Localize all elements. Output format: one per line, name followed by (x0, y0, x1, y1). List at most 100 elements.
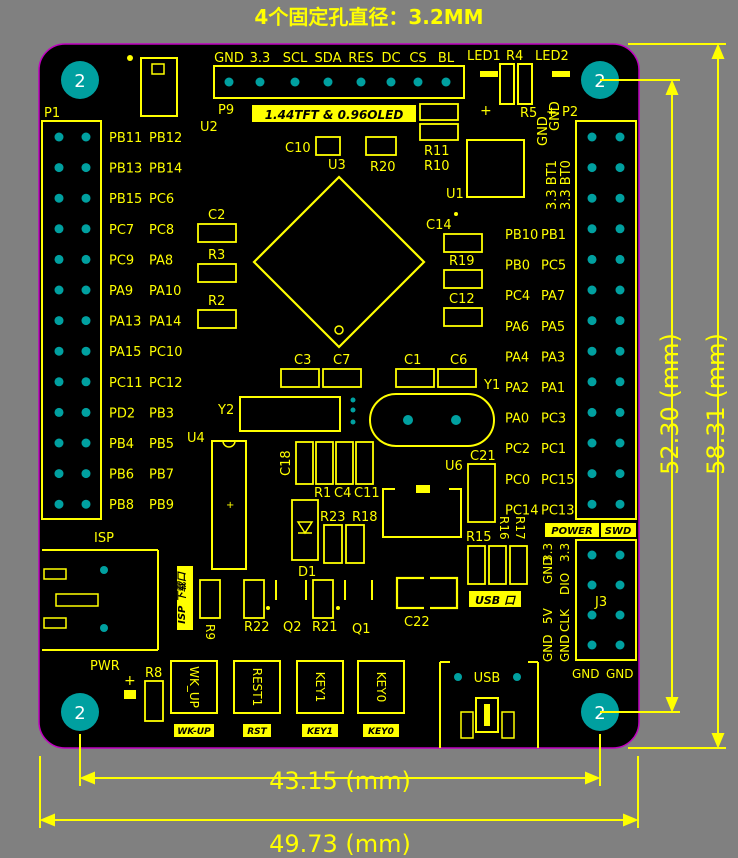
board-title: 4个固定孔直径：3.2MM (0, 1, 738, 30)
r17-outline (509, 545, 528, 585)
isp-switch (55, 593, 99, 607)
p2-pad (587, 438, 597, 448)
tft-pin-pad (441, 77, 451, 87)
p2-label: P2 (562, 105, 578, 120)
button-tag (243, 724, 271, 737)
p1-pad (54, 316, 64, 326)
tft-header (213, 65, 465, 99)
q1-label: Q1 (352, 622, 371, 637)
power-tag-text: POWER (551, 526, 592, 537)
p2-pad (615, 254, 625, 264)
p1-pad (81, 377, 91, 387)
r10-label: R10 (424, 159, 450, 174)
button-outline[interactable] (357, 660, 405, 714)
usb-connector-outline (439, 661, 539, 748)
p1-pin-label-left: PB11 (109, 131, 142, 146)
r20-outline (365, 136, 397, 156)
button-label: WK_UP (187, 666, 201, 708)
j3-pad (587, 550, 597, 560)
p2-pad (615, 469, 625, 479)
r16-outline (488, 545, 507, 585)
led1-label: LED1 (467, 49, 501, 64)
isp-pad-1 (100, 566, 108, 574)
p2-pin-label-left: PB10 (505, 228, 538, 243)
r2-label: R2 (208, 294, 225, 309)
p2-plus-label: + (546, 105, 557, 120)
p2-pin-label-left: PC14 (505, 503, 538, 518)
j3-pad (587, 610, 597, 620)
c7-outline (322, 368, 362, 388)
mcu-pin1-mark (334, 325, 344, 335)
p1-pad (81, 346, 91, 356)
p1-pin-label-left: PA15 (109, 345, 141, 360)
q2-label: Q2 (283, 620, 302, 635)
usb-pad-right (513, 673, 521, 681)
tft-pin-label: BL (438, 51, 455, 66)
p1-pad (54, 469, 64, 479)
r3-outline (197, 263, 237, 283)
u6-tab (416, 485, 430, 493)
c6-outline (437, 368, 477, 388)
j3-gnd-left: GND (572, 667, 600, 681)
p2-pad (587, 254, 597, 264)
r21-dot (336, 606, 340, 610)
r1-label: R1 (314, 486, 331, 501)
p2-pin-label-left: PA4 (505, 350, 529, 365)
led-plus-left: + (480, 103, 492, 119)
p2-pad (615, 193, 625, 203)
usb-tag (469, 591, 521, 607)
u1-label: U1 (446, 187, 464, 202)
button-outline[interactable] (170, 660, 218, 714)
r8-outline (144, 680, 164, 722)
led2-bar (552, 71, 570, 77)
p2-pad (587, 132, 597, 142)
p2-pad (587, 224, 597, 234)
r4-outline (499, 63, 515, 105)
p2-pad (615, 132, 625, 142)
button-outline[interactable] (296, 660, 344, 714)
j3-vertical-label: GND (541, 556, 555, 584)
j3-vertical-label: DIO (558, 573, 572, 595)
y1-pad-right (451, 415, 461, 425)
p1-pad (54, 346, 64, 356)
via-1 (350, 397, 356, 403)
c10-label: C10 (285, 141, 311, 156)
p1-pad (81, 193, 91, 203)
r9-label: R9 (203, 624, 217, 640)
r3-label: R3 (208, 248, 225, 263)
button-outline[interactable] (233, 660, 281, 714)
p2-pad (615, 346, 625, 356)
p1-pin-label-right: PC12 (149, 376, 182, 391)
p2-pin-label-right: PA1 (541, 381, 565, 396)
pwr-label: PWR (90, 659, 120, 674)
p2-pin-label-left: PB0 (505, 259, 530, 274)
via-2 (350, 407, 356, 413)
button-tag-text: KEY1 (307, 727, 333, 737)
r19-label: R19 (449, 254, 475, 269)
p2-pad (587, 377, 597, 387)
p2-pin-label-left: PC4 (505, 289, 530, 304)
p2-pad (587, 346, 597, 356)
led2-label: LED2 (535, 49, 569, 64)
button-tag-text: RST (247, 727, 267, 737)
r11-outline (419, 103, 459, 121)
tft-pin-pad (413, 77, 423, 87)
r21-outline (312, 579, 334, 619)
r2-outline (197, 309, 237, 329)
dim-inner-width: 43.15 (mm) (269, 767, 411, 795)
usb-tab-right (501, 711, 515, 739)
p1-pin-label-right: PB12 (149, 131, 182, 146)
c18-group-part (315, 441, 334, 485)
j3-pad (615, 550, 625, 560)
c18-group (295, 441, 374, 485)
button-tag-text: KEY0 (368, 727, 394, 737)
tft-banner (252, 105, 416, 122)
u3-label: U3 (328, 158, 346, 173)
button-label: REST1 (250, 668, 264, 707)
led1-bar (480, 71, 498, 77)
p2-pad (587, 163, 597, 173)
svg-text:2: 2 (594, 71, 605, 92)
tft-pin-label: DC (381, 51, 400, 66)
u1-outline (466, 139, 525, 198)
